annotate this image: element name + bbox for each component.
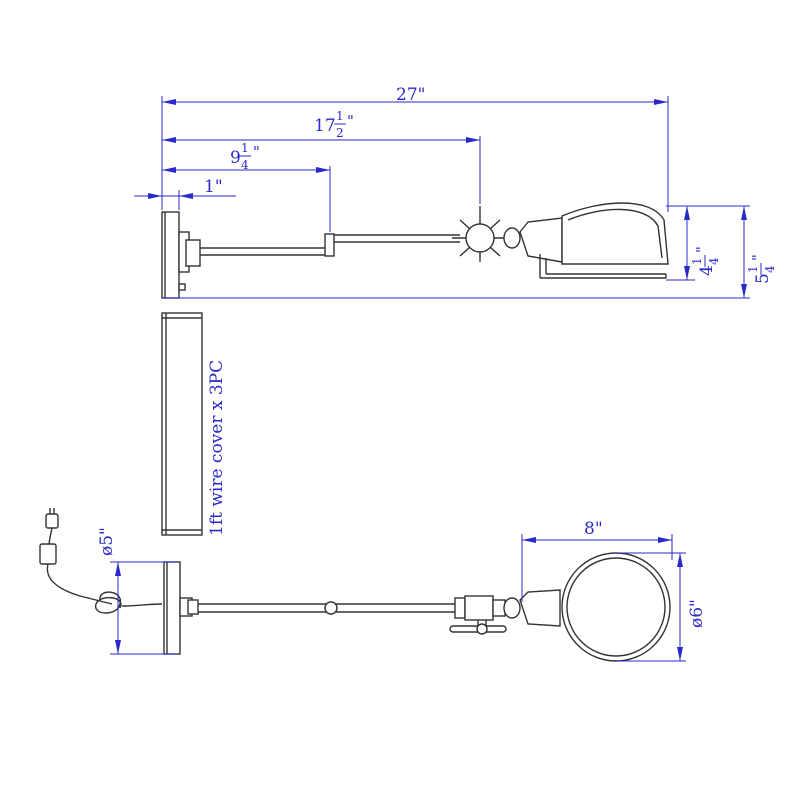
lamp-shade-side [561, 202, 669, 265]
label-joint-length: 17 1 2 " [314, 109, 354, 140]
svg-text:4: 4 [697, 265, 717, 276]
label-total-height: 5 1 4 " [746, 254, 777, 284]
socket-body [519, 217, 563, 263]
svg-text:1: 1 [690, 257, 704, 265]
plug-icon [45, 513, 59, 529]
label-shade-height: 4 1 4 " [690, 246, 721, 276]
svg-text:4: 4 [241, 158, 249, 172]
svg-text:4: 4 [763, 265, 777, 273]
top-dimension-lines [134, 96, 750, 299]
svg-text:2: 2 [336, 126, 344, 140]
svg-text:1: 1 [336, 109, 344, 123]
plug-and-cord [39, 508, 163, 614]
bottom-dimension-lines [110, 534, 686, 662]
elbow-joint [324, 233, 335, 257]
svg-text:9: 9 [230, 148, 241, 168]
mount-knuckle [185, 239, 201, 267]
socket-body-plan [519, 589, 561, 627]
svg-text:": " [693, 246, 711, 253]
backplate-front [163, 561, 199, 655]
svg-text:": " [253, 143, 260, 161]
svg-text:": " [749, 254, 767, 261]
svg-text:17: 17 [314, 116, 336, 136]
svg-text:5: 5 [753, 273, 773, 284]
swivel-housing [449, 595, 507, 635]
inline-switch [39, 543, 57, 565]
elbow-joint-plan [324, 601, 338, 615]
label-wire-cover: 1ft wire cover x 3PC [207, 360, 227, 536]
label-backplate-diameter: ø5" [97, 527, 117, 556]
svg-text:1: 1 [746, 265, 760, 273]
label-elbow-length: 9 1 4 " [230, 141, 260, 172]
label-backplate-depth: 1" [204, 177, 223, 197]
shade-collar [503, 227, 521, 249]
wire-cover [161, 312, 203, 536]
svg-text:": " [347, 112, 354, 130]
svg-text:4: 4 [707, 257, 721, 265]
label-overall-length: 27" [396, 85, 425, 105]
label-shade-diameter: ø6" [687, 599, 707, 628]
swivel-knob [465, 223, 495, 253]
lamp-shade-front [561, 552, 671, 662]
svg-text:1: 1 [241, 141, 249, 155]
label-shade-length: 8" [584, 519, 603, 539]
side-view [161, 202, 669, 299]
